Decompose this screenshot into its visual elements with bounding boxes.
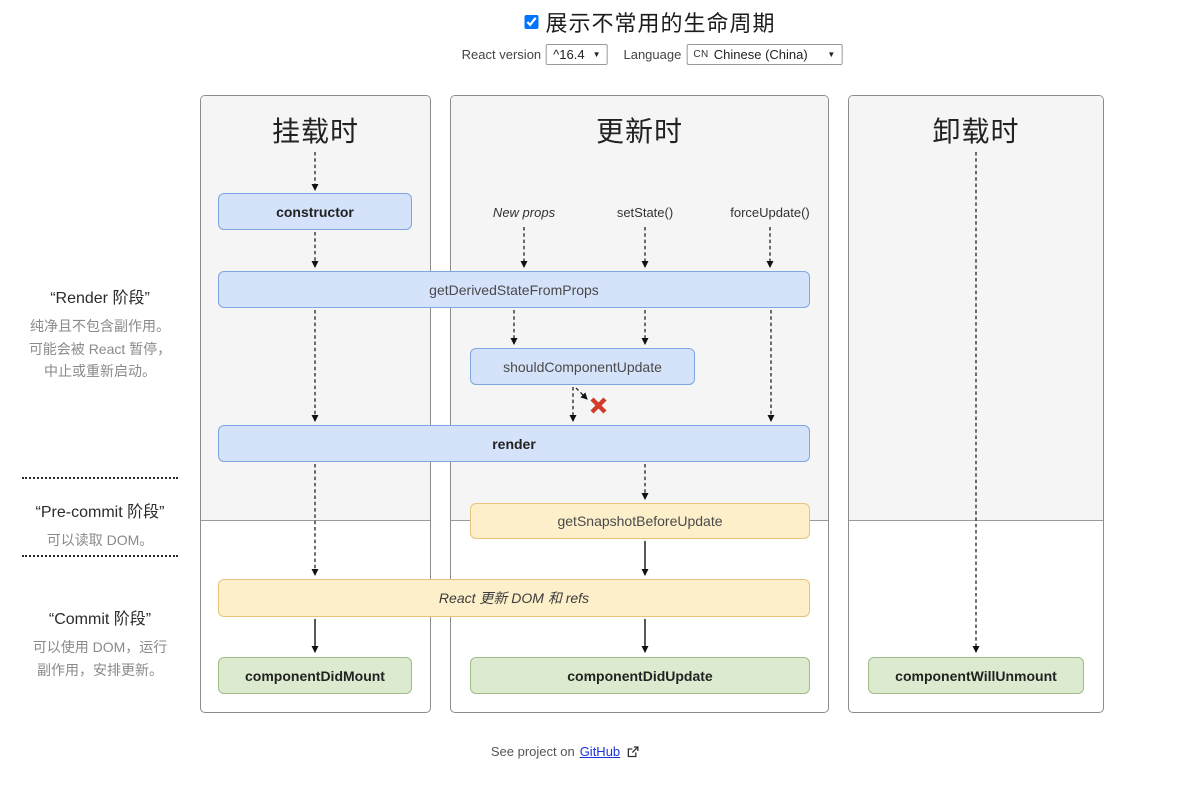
show-less-common-checkbox[interactable] [524,15,539,29]
get-derived-state-from-props-box[interactable]: getDerivedStateFromProps [218,271,810,308]
column-mounting-header: 挂载时 [271,116,359,147]
commit-phase-desc-line: 副作用，安排更新。 [37,661,163,678]
external-link-icon [628,745,639,757]
footer: See project on GitHub [491,744,639,759]
render-phase-desc-line: 纯净且不包含副作用。 [30,318,170,334]
render-box[interactable]: render [218,425,810,462]
component-will-unmount-box[interactable]: componentWillUnmount [868,657,1084,694]
react-version-value: ^16.4 [553,47,585,62]
column-updating-header: 更新时 [595,116,683,147]
commit-phase-title: “Commit 阶段” [48,611,152,628]
language-value: Chinese (China) [713,47,808,62]
pre-commit-phase-label: “Pre-commit 阶段” 可以读取 DOM。 [10,498,190,552]
render-phase-desc-line: 中止或重新启动。 [44,363,156,380]
trigger-new-props[interactable]: New props [492,205,556,220]
column-mounting: 挂载时 [200,95,431,713]
render-phase-description: 纯净且不包含副作用。 可能会被 React 暂停， 中止或重新启动。 [10,315,190,383]
commit-phase-description: 可以使用 DOM，运行 副作用，安排更新。 [10,636,190,681]
trigger-set-state[interactable]: setState() [616,205,674,220]
language-label: Language [623,47,682,62]
column-unmounting-header: 卸载时 [932,116,1020,147]
render-phase-desc-line: 可能会被 React 暂停， [28,340,172,357]
get-snapshot-before-update-box[interactable]: getSnapshotBeforeUpdate [470,503,810,539]
column-updating: 更新时 [450,95,829,713]
should-component-update-box[interactable]: shouldComponentUpdate [470,348,695,385]
caret-down-icon: ▼ [827,50,836,59]
commit-phase-label: “Commit 阶段” 可以使用 DOM，运行 副作用，安排更新。 [10,605,190,681]
footer-text: See project on [490,744,575,759]
column-unmounting: 卸载时 [848,95,1104,713]
pre-commit-phase-title: “Pre-commit 阶段” [35,504,165,521]
page-title[interactable]: 展示不常用的生命周期 [545,11,776,36]
react-version-label: React version [461,47,542,62]
caret-down-icon: ▼ [592,50,601,59]
commit-phase-desc-line: 可以使用 DOM，运行 [32,639,168,655]
constructor-box[interactable]: constructor [218,193,412,230]
pre-commit-phase-description: 可以读取 DOM。 [10,529,190,552]
phase-divider [22,477,178,479]
react-version-select[interactable]: ^16.4 ▼ [546,44,608,65]
render-phase-label: “Render 阶段” 纯净且不包含副作用。 可能会被 React 暂停， 中止… [10,284,190,383]
cn-flag-icon: CN [693,49,709,60]
title-row: 展示不常用的生命周期 [524,6,775,38]
trigger-force-update[interactable]: forceUpdate() [730,205,810,220]
github-link[interactable]: GitHub [579,744,621,759]
component-did-update-box[interactable]: componentDidUpdate [470,657,810,694]
controls-row: React version ^16.4 ▼ Language CN Chines… [462,44,843,65]
render-phase-region [849,96,1103,521]
phase-divider [22,555,178,557]
component-did-mount-box[interactable]: componentDidMount [218,657,412,694]
language-select[interactable]: CN Chinese (China) ▼ [686,44,843,65]
render-phase-title: “Render 阶段” [50,290,150,307]
react-updates-dom-box: React 更新 DOM 和 refs [218,579,810,617]
pre-commit-phase-desc-line: 可以读取 DOM。 [46,532,154,548]
